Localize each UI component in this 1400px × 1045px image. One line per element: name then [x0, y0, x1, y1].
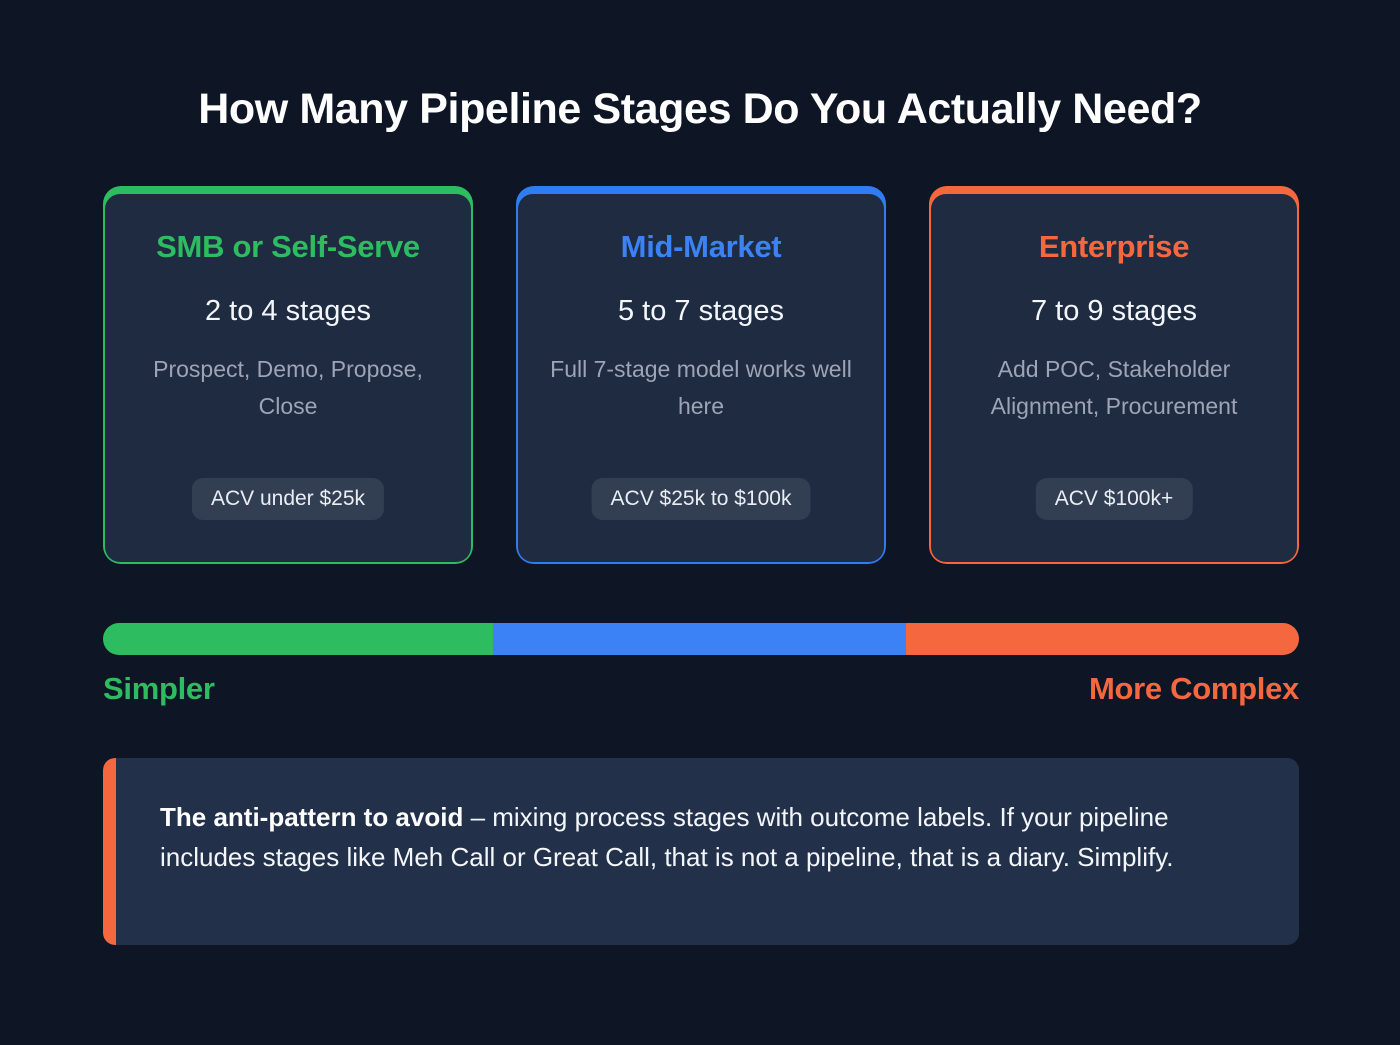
card-mid-market-content: Mid-Market 5 to 7 stages Full 7-stage mo…: [516, 186, 886, 564]
segment-cards-row: SMB or Self-Serve 2 to 4 stages Prospect…: [103, 186, 1299, 564]
card-mid-market[interactable]: Mid-Market 5 to 7 stages Full 7-stage mo…: [516, 186, 886, 564]
spectrum-segment-mid-market: [492, 623, 906, 655]
card-enterprise-title: Enterprise: [1038, 229, 1190, 264]
callout-rest: – mixing process stages with outcome lab…: [160, 802, 1174, 873]
spectrum-label-simpler: Simpler: [103, 671, 215, 706]
card-smb-stages: 2 to 4 stages: [204, 295, 372, 328]
card-smb-acv-pill: ACV under $25k: [191, 478, 385, 520]
spectrum-labels: Simpler More Complex: [103, 671, 1299, 706]
spectrum-segment-enterprise: [905, 623, 1299, 655]
card-mid-market-title: Mid-Market: [620, 229, 782, 264]
callout-paragraph: The anti-pattern to avoid – mixing proce…: [160, 797, 1263, 877]
card-enterprise-description: Add POC, Stakeholder Alignment, Procurem…: [990, 355, 1238, 419]
anti-pattern-callout: The anti-pattern to avoid – mixing proce…: [103, 758, 1299, 945]
card-smb-content: SMB or Self-Serve 2 to 4 stages Prospect…: [103, 186, 473, 564]
callout-body: The anti-pattern to avoid – mixing proce…: [116, 758, 1299, 945]
card-enterprise-stages: 7 to 9 stages: [1030, 295, 1198, 328]
callout-lead: The anti-pattern to avoid: [160, 802, 464, 832]
card-enterprise-content: Enterprise 7 to 9 stages Add POC, Stakeh…: [929, 186, 1299, 564]
card-mid-market-acv-pill: ACV $25k to $100k: [591, 478, 811, 520]
card-smb[interactable]: SMB or Self-Serve 2 to 4 stages Prospect…: [103, 186, 473, 564]
card-mid-market-description: Full 7-stage model works well here: [550, 355, 852, 419]
card-enterprise-acv-pill: ACV $100k+: [1035, 478, 1193, 520]
card-smb-description: Prospect, Demo, Propose, Close: [153, 355, 423, 419]
page-title: How Many Pipeline Stages Do You Actually…: [198, 84, 1202, 133]
card-smb-title: SMB or Self-Serve: [156, 229, 420, 264]
complexity-spectrum-bar: [103, 623, 1299, 655]
spectrum-label-more-complex: More Complex: [1089, 671, 1299, 706]
callout-accent-bar: [103, 758, 116, 945]
card-enterprise[interactable]: Enterprise 7 to 9 stages Add POC, Stakeh…: [929, 186, 1299, 564]
card-mid-market-stages: 5 to 7 stages: [617, 295, 785, 328]
spectrum-segment-smb: [103, 623, 493, 655]
